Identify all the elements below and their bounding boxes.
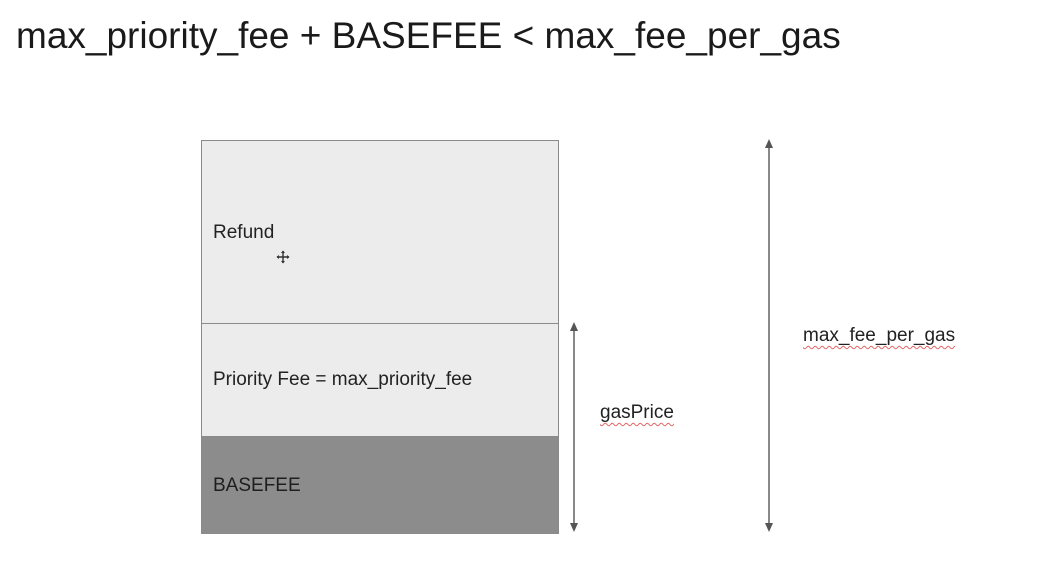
diagram-title: max_priority_fee + BASEFEE < max_fee_per… — [16, 15, 841, 56]
gas-price-arrow — [570, 322, 578, 532]
basefee-block: BASEFEE — [202, 437, 558, 534]
refund-block: Refund — [202, 141, 558, 324]
gas-price-label: gasPrice — [600, 402, 674, 423]
priority-fee-block: Priority Fee = max_priority_fee — [202, 324, 558, 437]
refund-label: Refund — [213, 222, 275, 243]
basefee-label: BASEFEE — [213, 475, 301, 496]
max-fee-per-gas-arrow — [765, 139, 773, 532]
fee-stack: Refund Priority Fee = max_priority_fee B… — [201, 140, 559, 534]
priority-fee-label: Priority Fee = max_priority_fee — [213, 369, 473, 390]
max-fee-per-gas-label: max_fee_per_gas — [803, 325, 956, 346]
move-cursor-icon — [276, 250, 290, 264]
